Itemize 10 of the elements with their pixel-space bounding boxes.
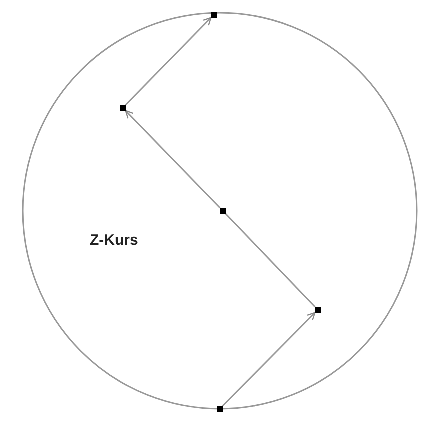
point-marker [120, 105, 126, 111]
course-label: Z-Kurs [90, 232, 138, 249]
point-marker [315, 307, 321, 313]
arrow [125, 17, 212, 106]
point-marker [211, 12, 217, 18]
point-marker [220, 208, 226, 214]
line [225, 213, 316, 308]
arrow [222, 312, 316, 407]
arrow [125, 110, 221, 209]
point-marker [217, 406, 223, 412]
